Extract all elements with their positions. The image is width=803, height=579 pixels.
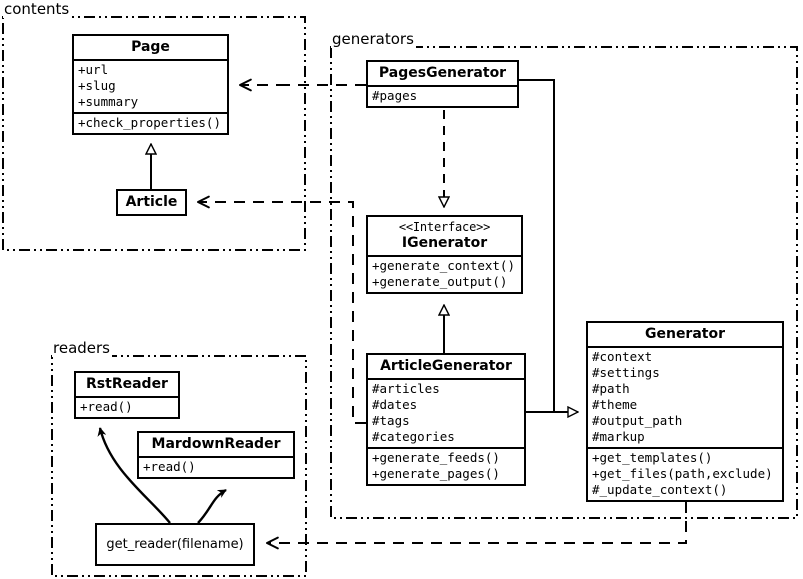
attribute-item: #markup	[592, 429, 645, 445]
attribute-item: #categories	[372, 429, 455, 445]
package-label-contents: contents	[3, 0, 72, 18]
method-item: +generate_pages()	[372, 466, 500, 482]
class-attributes-pagesgenerator: #pages	[368, 85, 517, 106]
method-item: #_update_context()	[592, 482, 728, 498]
class-box-page[interactable]: Page +url +slug +summary +check_properti…	[72, 34, 229, 136]
class-box-pagesgenerator[interactable]: PagesGenerator #pages	[366, 60, 519, 109]
class-methods-rstreader: +read()	[76, 396, 178, 417]
class-name-text-igenerator: IGenerator	[401, 235, 488, 251]
class-attributes-page: +url +slug +summary	[74, 59, 227, 112]
class-name-rstreader: RstReader	[86, 376, 168, 392]
dependency-articlegenerator-to-article	[197, 195, 366, 424]
class-name-generator: Generator	[644, 326, 725, 342]
method-item: +read()	[80, 399, 133, 415]
attribute-item: #theme	[592, 397, 638, 413]
function-name-get-reader: get_reader(filename)	[106, 537, 244, 552]
association-get-reader-to-mardownreader	[197, 488, 227, 524]
class-name-articlegenerator: ArticleGenerator	[380, 358, 512, 374]
method-item: +check_properties()	[78, 115, 221, 131]
class-stereotype-igenerator: <<Interface>>	[398, 220, 491, 234]
attribute-item: #output_path	[592, 413, 683, 429]
attribute-item: #path	[592, 381, 630, 397]
class-box-mardownreader[interactable]: MardownReader +read()	[137, 431, 295, 480]
attribute-item: #articles	[372, 381, 440, 397]
attribute-item: #context	[592, 349, 653, 365]
attribute-item: #dates	[372, 397, 418, 413]
package-label-readers: readers	[52, 339, 112, 357]
class-methods-mardownreader: +read()	[139, 456, 293, 477]
method-item: +read()	[143, 459, 196, 475]
class-name-page: Page	[131, 39, 170, 55]
class-name-mardownreader: MardownReader	[151, 436, 281, 452]
class-box-generator[interactable]: Generator #context #settings #path #them…	[586, 321, 784, 503]
method-item: +generate_context()	[372, 258, 515, 274]
function-box-get-reader[interactable]: get_reader(filename)	[95, 523, 255, 566]
method-item: +get_templates()	[592, 450, 713, 466]
class-methods-igenerator: +generate_context() +generate_output()	[368, 255, 521, 292]
attribute-item: #tags	[372, 413, 410, 429]
class-name-pagesgenerator: PagesGenerator	[378, 65, 507, 81]
class-methods-page: +check_properties()	[74, 112, 227, 133]
generalization-generators-to-generator	[519, 79, 578, 412]
class-methods-articlegenerator: +generate_feeds() +generate_pages()	[368, 447, 524, 484]
method-item: +generate_feeds()	[372, 450, 500, 466]
class-box-article[interactable]: Article	[116, 189, 187, 217]
attribute-item: +slug	[78, 78, 116, 94]
class-name-article: Article	[125, 194, 178, 210]
class-methods-generator: +get_templates() +get_files(path,exclude…	[588, 447, 782, 500]
class-attributes-articlegenerator: #articles #dates #tags #categories	[368, 378, 524, 447]
class-box-rstreader[interactable]: RstReader +read()	[74, 371, 180, 420]
package-label-generators: generators	[331, 30, 416, 48]
method-item: +generate_output()	[372, 274, 508, 290]
class-name-igenerator: <<Interface>> IGenerator	[368, 217, 521, 255]
method-item: +get_files(path,exclude)	[592, 466, 773, 482]
class-attributes-generator: #context #settings #path #theme #output_…	[588, 346, 782, 447]
dependency-generator-to-get-reader	[266, 502, 687, 550]
class-box-igenerator[interactable]: <<Interface>> IGenerator +generate_conte…	[366, 215, 523, 295]
attribute-item: +url	[78, 62, 109, 78]
attribute-item: +summary	[78, 94, 139, 110]
class-box-articlegenerator[interactable]: ArticleGenerator #articles #dates #tags …	[366, 353, 526, 487]
attribute-item: #settings	[592, 365, 660, 381]
attribute-item: #pages	[372, 88, 418, 104]
